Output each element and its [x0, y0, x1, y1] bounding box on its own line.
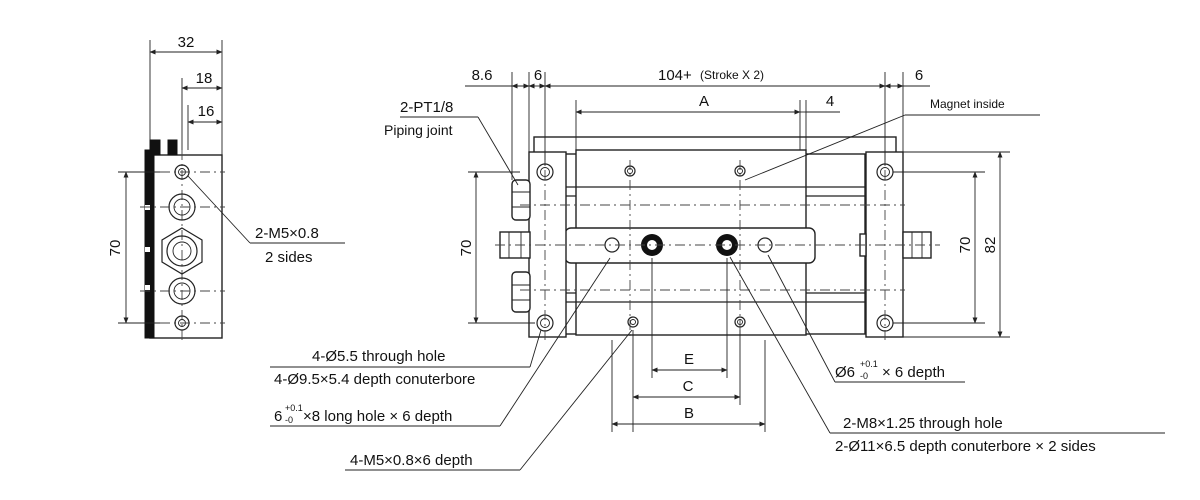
dim-total: 104+ — [658, 67, 692, 84]
callout-pin-suffix: × 6 depth — [882, 364, 945, 381]
side-port-label: 2-M5×0.8 — [255, 225, 319, 242]
dim-70-front-left: 70 — [458, 240, 475, 257]
side-port-sub: 2 sides — [265, 249, 313, 266]
piping-port-label: 2-PT1/8 — [400, 99, 453, 116]
dim-16: 16 — [198, 103, 215, 120]
dim-82: 82 — [982, 237, 999, 254]
center-rod — [564, 227, 816, 264]
dim-6-right: 6 — [915, 67, 923, 84]
callout-pin-tol-lower: -0 — [860, 371, 868, 381]
magnet-label: Magnet inside — [930, 97, 1005, 111]
dim-70-front-right: 70 — [957, 237, 974, 254]
side-rail — [144, 149, 155, 339]
callout-pin-prefix: Ø6 — [835, 364, 855, 381]
dim-70-side: 70 — [107, 240, 124, 257]
side-body — [149, 154, 223, 339]
dim-C: C — [683, 378, 694, 395]
side-rail-top-right — [167, 139, 178, 156]
side-rail-top-left — [149, 139, 161, 156]
dim-32: 32 — [178, 34, 195, 51]
callout-m5-depth: 4-M5×0.8×6 depth — [350, 452, 473, 469]
side-view: 32 18 16 70 2-M5×0.8 2 sides — [107, 34, 345, 340]
callout-long-hole-suffix: ×8 long hole × 6 depth — [303, 408, 452, 425]
callout-long-hole-tol-upper: +0.1 — [285, 403, 303, 413]
callout-long-hole-prefix: 6 — [274, 408, 282, 425]
callout-m8-counterbore: 2-Ø11×6.5 depth conuterbore × 2 sides — [835, 438, 1096, 455]
dim-A: A — [699, 93, 709, 110]
dim-8-6: 8.6 — [472, 67, 493, 84]
left-end-plate — [528, 151, 567, 338]
callout-through-hole: 4-Ø5.5 through hole — [312, 348, 445, 365]
callout-pin-tol-upper: +0.1 — [860, 359, 878, 369]
piping-fitting-top — [511, 179, 531, 221]
callouts: 4-Ø5.5 through hole 4-Ø9.5×5.4 depth con… — [270, 254, 1165, 471]
callout-counterbore: 4-Ø9.5×5.4 depth conuterbore — [274, 371, 475, 388]
side-hex-nut — [161, 227, 203, 275]
piping-fitting-bottom — [511, 271, 531, 313]
piping-joint-label: Piping joint — [384, 122, 453, 138]
dim-B: B — [684, 405, 694, 422]
dim-6-left: 6 — [534, 67, 542, 84]
dim-total-suffix: (Stroke X 2) — [700, 68, 764, 82]
dim-E: E — [684, 351, 694, 368]
callout-long-hole-tol-lower: -0 — [285, 415, 293, 425]
dim-4: 4 — [826, 93, 834, 110]
dim-18: 18 — [196, 70, 213, 87]
tapped-hole-bottom-1 — [627, 316, 639, 328]
front-view: 8.6 6 104+ (Stroke X 2) 6 A 4 Magnet ins… — [384, 67, 1040, 432]
callout-m8-through: 2-M8×1.25 through hole — [843, 415, 1003, 432]
